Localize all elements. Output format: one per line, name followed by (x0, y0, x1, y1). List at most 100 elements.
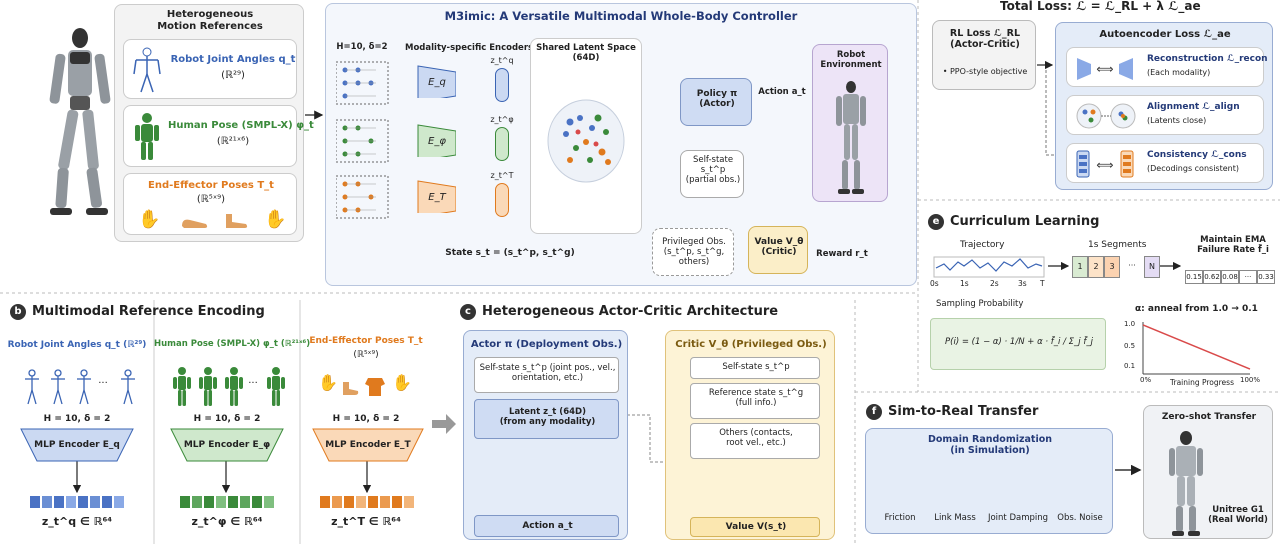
ee-hand-icon-2: ✋ (392, 373, 412, 392)
z-T-vector (495, 183, 509, 217)
section-b-badge: b (10, 304, 26, 320)
actor-output: Action a_t (474, 515, 619, 537)
section-f-badge: f (866, 404, 882, 420)
hand-icon-left: ✋ (138, 209, 161, 230)
zs-title: Zero-shot Transfer (1161, 412, 1257, 422)
dr-item-damping: Joint Damping (987, 513, 1049, 523)
ref-human-pose-card: Human Pose (SMPL-X) φ_t (ℝ²¹ˣ⁶) (123, 105, 314, 167)
section-c-title: Heterogeneous Actor-Critic Architecture (482, 304, 779, 319)
actor-self-label: Self-state s_t^p (joint pos., vel., orie… (479, 363, 616, 383)
humanoid-robot-image (49, 28, 111, 215)
alignment-icon (1076, 103, 1136, 129)
consistency-icon: ⟺ (1076, 150, 1134, 178)
zs-robot-label: Unitree G1 (Real World) (1208, 505, 1268, 525)
critic-panel: Critic V_θ (Privileged Obs.) Self-state … (665, 330, 835, 540)
value-label: Value V_θ (Critic) (754, 237, 804, 258)
critic-self-state: Self-state s_t^p (690, 357, 820, 379)
actor-self-state: Self-state s_t^p (joint pos., vel., orie… (474, 357, 619, 393)
self-state-box: Self-state s_t^p (partial obs.) (680, 150, 744, 198)
enc-col1-title: Robot Joint Angles q_t (ℝ²⁹) (7, 340, 147, 350)
traj-t2: 2s (990, 279, 999, 288)
z-T-dim: z_t^T ∈ ℝ⁶⁴ (331, 515, 401, 528)
anneal-ytop: 1.0 (1124, 320, 1136, 328)
critic-self-label: Self-state s_t^p (722, 362, 790, 372)
z-T-bar (320, 496, 414, 508)
segment-N: N (1144, 256, 1160, 278)
section-e-title: Curriculum Learning (950, 214, 1100, 229)
enc-col3-dim: (ℝ⁵ˣ⁹) (353, 350, 379, 360)
rl-loss-note: • PPO-style objective (942, 67, 1028, 76)
refs-title: Heterogeneous Motion References (157, 9, 263, 32)
seg-title: 1s Segments (1088, 240, 1147, 250)
cons-label: Consistency ℒ_cons (1147, 150, 1247, 160)
state-label: State s_t = (s_t^p, s_t^g) (445, 248, 575, 258)
ema-val-2: 0.62 (1203, 270, 1221, 284)
traj-t3: 3s (1018, 279, 1027, 288)
anneal-line (1142, 324, 1251, 370)
self-state-label: Self-state s_t^p (partial obs.) (685, 155, 741, 185)
mlp-encoder-phi-shape (170, 428, 284, 462)
policy-actor-box: Policy π (Actor) (680, 78, 752, 126)
skeleton-icon (133, 47, 161, 93)
z-q-label: z_t^q (490, 56, 514, 65)
actor-latent: Latent z_t (64D) (from any modality) (474, 399, 619, 439)
enc-hd-3: H = 10, δ = 2 (332, 414, 400, 424)
mlp-encoder-q-shape (20, 428, 134, 462)
ae-loss-panel: Autoencoder Loss ℒ_ae ⟺ Reconstruction ℒ… (1055, 22, 1273, 190)
ema-val-1: 0.15 (1185, 270, 1203, 284)
z-phi-label: z_t^φ (490, 115, 514, 124)
critic-title: Critic V_θ (Privileged Obs.) (675, 339, 827, 350)
dr-item-mass: Link Mass (934, 513, 976, 523)
anneal-label: α: anneal from 1.0 → 0.1 (1135, 304, 1258, 314)
z-phi-bar (180, 496, 274, 508)
ema-val-4: ··· (1239, 270, 1257, 284)
align-sub: (Latents close) (1147, 116, 1207, 125)
window-label: H=10, δ=2 (336, 42, 388, 52)
action-label: Action a_t (758, 87, 806, 97)
rl-loss-label: RL Loss ℒ_RL (Actor-Critic) (949, 28, 1021, 50)
segment-1: 1 (1072, 256, 1088, 278)
samp-title: Sampling Probability (936, 299, 1024, 309)
ref-ee-label: End-Effector Poses T_t (148, 180, 274, 191)
total-loss-label: Total Loss: ℒ = ℒ_RL + λ ℒ_ae (1000, 0, 1201, 13)
svg-text:⟺: ⟺ (1096, 62, 1113, 76)
align-loss-card: Alignment ℒ_align (Latents close) (1066, 95, 1264, 135)
zero-shot-panel: Zero-shot Transfer Unitree G1 (Real Worl… (1143, 405, 1273, 539)
mlp-phi-label: MLP Encoder E_φ (183, 440, 271, 450)
enc-col2-title: Human Pose (SMPL-X) φ_t (ℝ²¹ˣ⁶) (154, 339, 311, 349)
encoder-phi (417, 124, 456, 157)
recon-sub: (Each modality) (1147, 68, 1211, 77)
traj-tT: T (1040, 279, 1045, 288)
section-b-title: Multimodal Reference Encoding (32, 304, 265, 319)
traj-label: Trajectory (960, 240, 1005, 250)
robot-environment-box: Robot Environment (812, 44, 888, 202)
enc-hd-1: H = 10, δ = 2 (43, 414, 111, 424)
ema-val-3: 0.08 (1221, 270, 1239, 284)
reward-label: Reward r_t (816, 249, 868, 259)
critic-output-label: Value V(s_t) (725, 522, 787, 532)
critic-others: Others (contacts, root vel., etc.) (690, 423, 820, 459)
anneal-xright: 100% (1240, 376, 1261, 384)
encoder-q-label: E_q (428, 77, 446, 88)
section-e-badge: e (928, 214, 944, 230)
z-phi-vector (495, 127, 509, 161)
encoder-T-label: E_T (428, 192, 446, 203)
svg-text:⟺: ⟺ (1096, 158, 1113, 172)
anneal-ylow: 0.1 (1124, 362, 1136, 370)
ref-human-dim: (ℝ²¹ˣ⁶) (216, 136, 250, 147)
actor-panel: Actor π (Deployment Obs.) Self-state s_t… (463, 330, 628, 540)
real-robot-image (1169, 431, 1203, 536)
sampling-formula-box: P(i) = (1 − α) · 1/N + α · f̃_i / Σ_j f̃… (930, 318, 1106, 370)
ee-torso-icon (365, 378, 385, 396)
ref-ee-dim: (ℝ⁵ˣ⁹) (196, 194, 226, 205)
segment-3: 3 (1104, 256, 1120, 278)
anneal-xlabel: Training Progress (1170, 378, 1234, 387)
z-phi-dim: z_t^φ ∈ ℝ⁶⁴ (191, 515, 263, 528)
actor-latent-label: Latent z_t (64D) (from any modality) (499, 407, 596, 427)
traj-t0: 0s (930, 279, 939, 288)
encoder-q (417, 65, 456, 98)
cons-loss-card: ⟺ Consistency ℒ_cons (Decodings consiste… (1066, 143, 1264, 183)
domain-randomization-panel: Domain Randomization (in Simulation) (865, 428, 1113, 534)
latent-cloud (547, 99, 625, 183)
